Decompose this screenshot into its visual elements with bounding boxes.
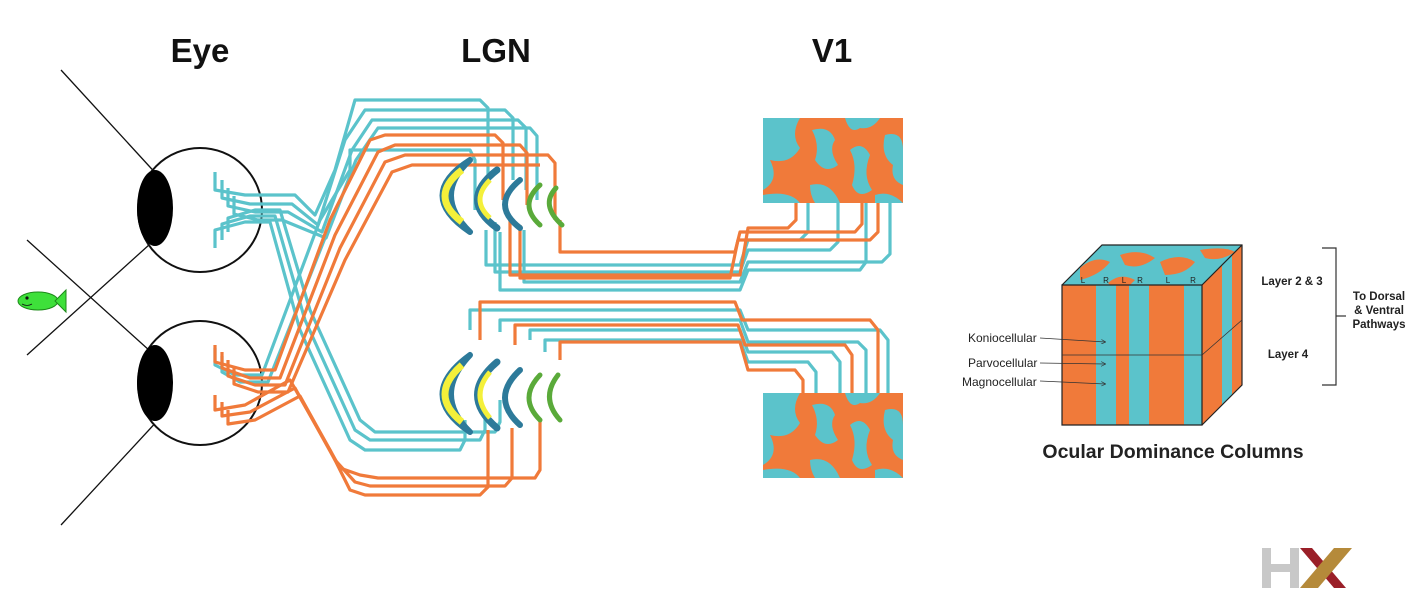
pathways-label-line2: & Ventral <box>1354 305 1404 317</box>
v1-lower-map <box>763 393 903 478</box>
orange-fibers <box>213 133 880 497</box>
hx-logo: HX <box>0 0 1352 588</box>
layer-bracket <box>1322 247 1337 386</box>
eye-title: Eye <box>171 32 230 69</box>
ocular-dominance-cube <box>1061 244 1243 426</box>
pathways-label-line3: Pathways <box>1352 319 1405 331</box>
cube-top-face <box>1062 245 1242 285</box>
cube-label-r1: R <box>1103 276 1109 285</box>
lgn-title: LGN <box>461 32 531 69</box>
sight-lines <box>26 69 161 526</box>
parvocellular-label: Parvocellular <box>968 356 1037 370</box>
lgn-upper <box>439 157 565 235</box>
magnocellular-label: Magnocellular <box>962 375 1037 389</box>
layer-4-label: Layer 4 <box>1268 349 1309 361</box>
fish-icon <box>17 288 67 314</box>
cube-label-l2: L <box>1122 276 1127 285</box>
layer-2-3-label: Layer 2 & 3 <box>1261 276 1322 288</box>
cube-caption: Ocular Dominance Columns <box>1042 441 1303 463</box>
koniocellular-label: Koniocellular <box>968 331 1037 345</box>
cube-label-r2: R <box>1137 276 1143 285</box>
pathways-label-line1: To Dorsal <box>1353 291 1405 303</box>
cube-label-l1: L <box>1081 276 1086 285</box>
cube-label-l3: L <box>1166 276 1171 285</box>
v1-upper-map <box>763 118 903 203</box>
v1-title: V1 <box>812 32 852 69</box>
hx-logo-text: HX <box>0 0 12 2</box>
cube-label-r3: R <box>1190 276 1196 285</box>
lgn-lower <box>439 352 563 435</box>
